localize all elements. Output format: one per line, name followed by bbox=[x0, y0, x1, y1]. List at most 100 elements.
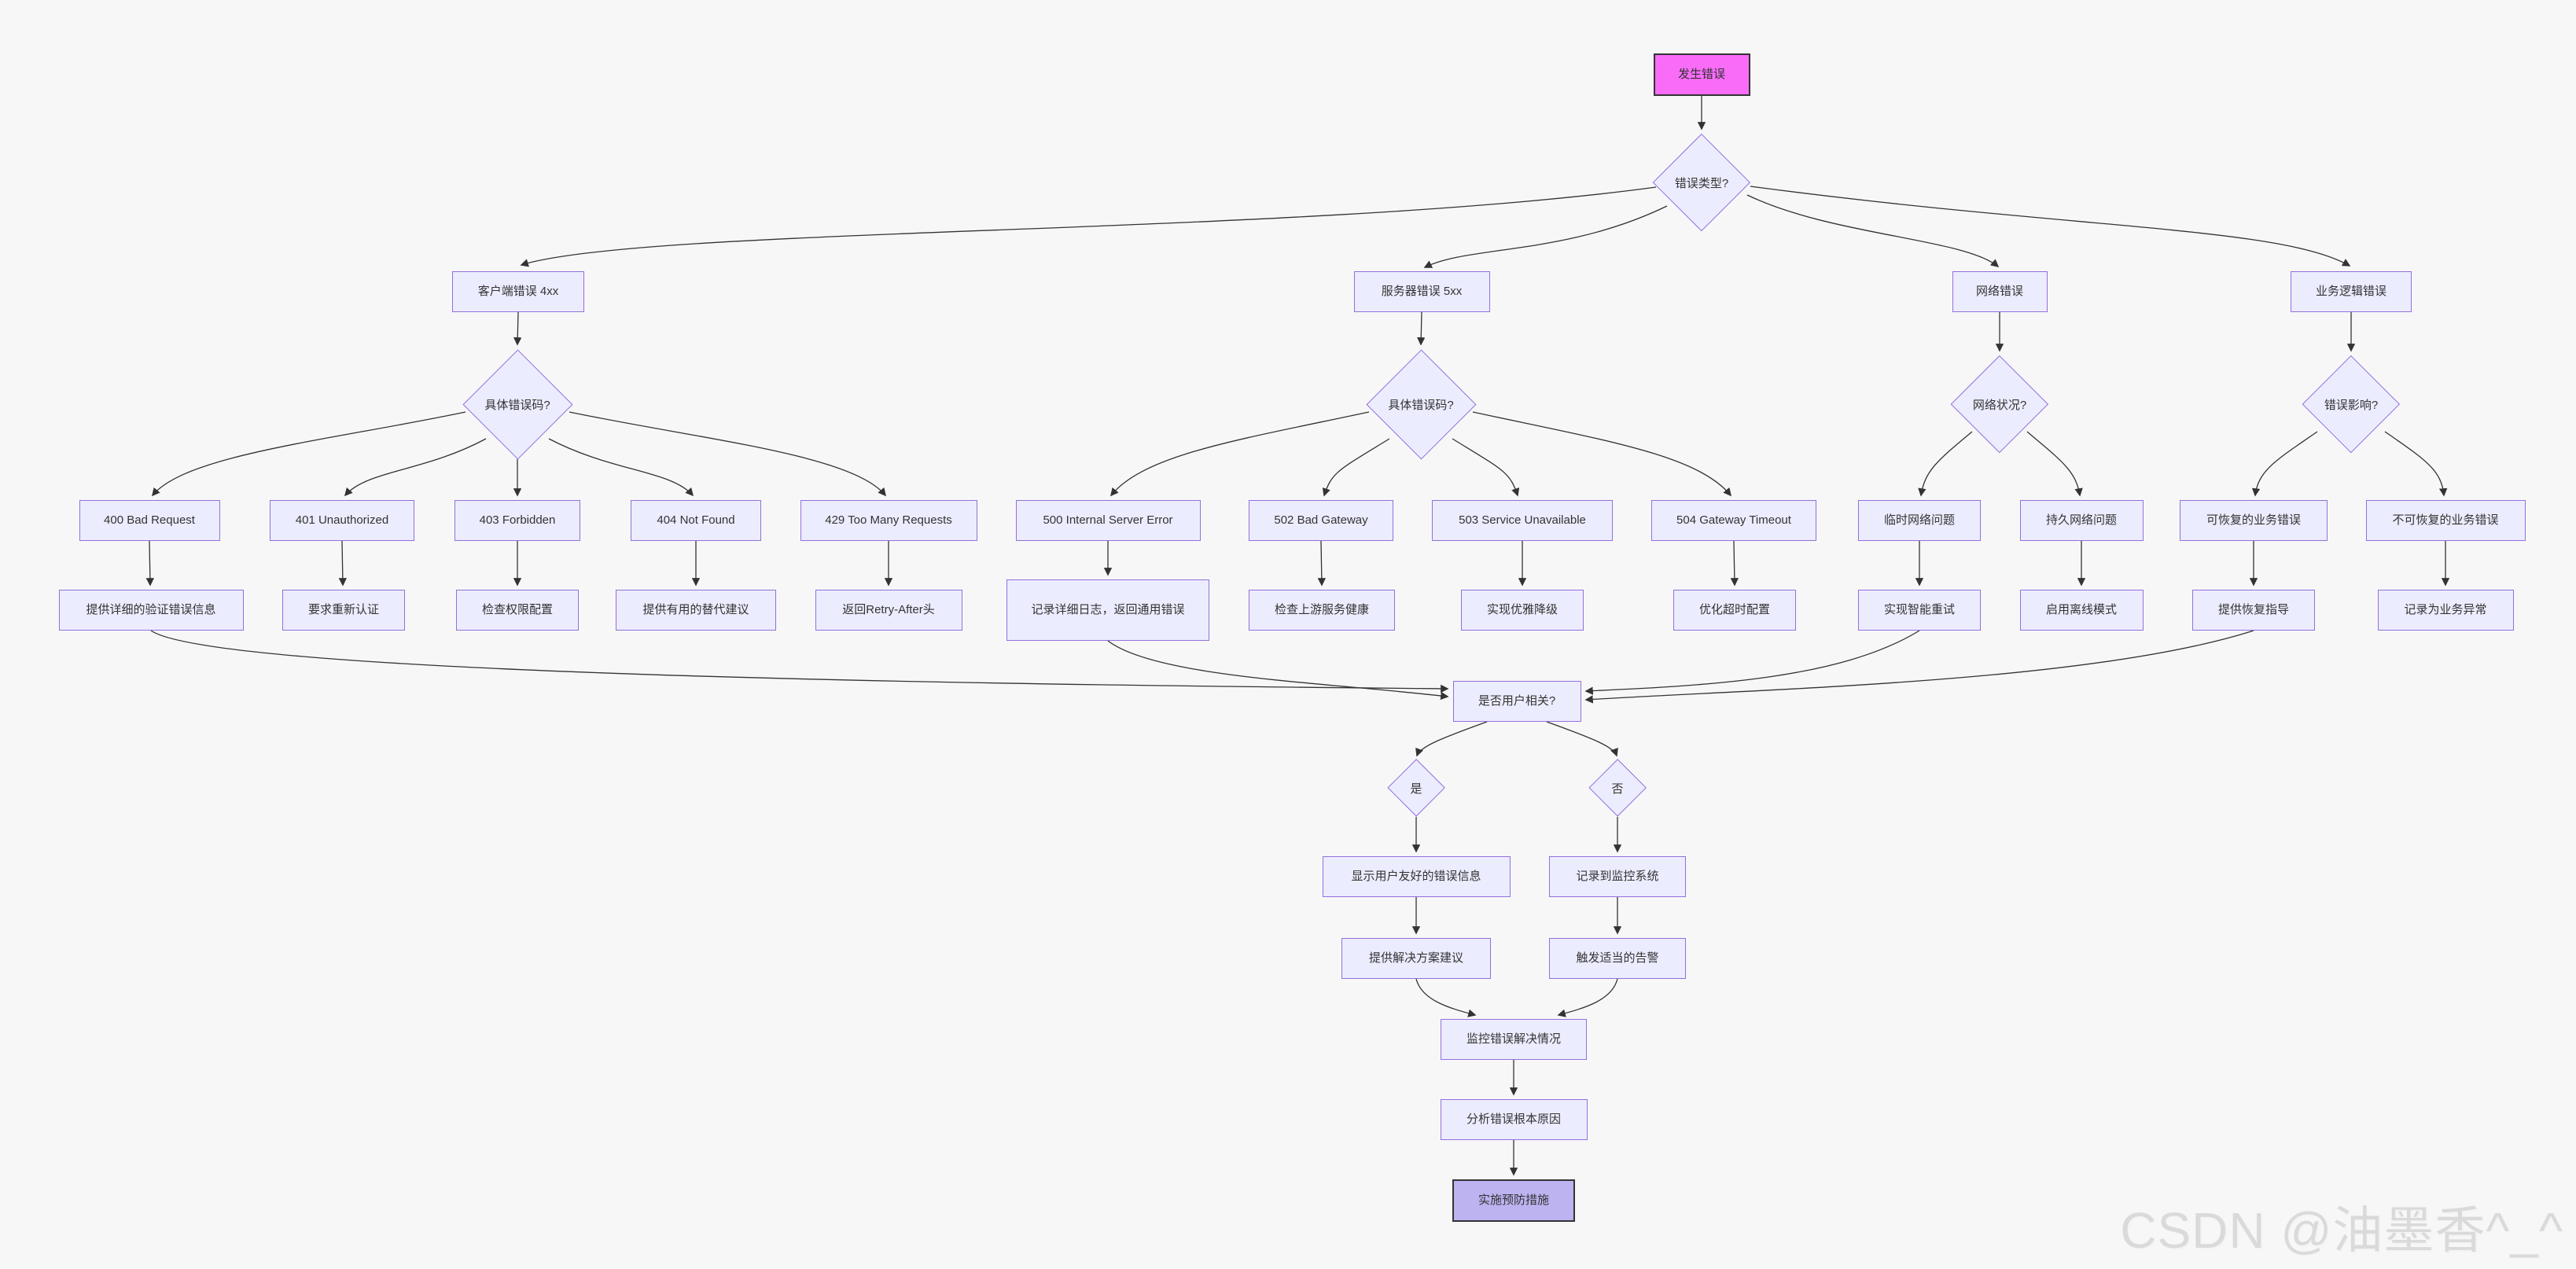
edge-1 bbox=[520, 186, 1657, 267]
edge-45 bbox=[1415, 978, 1477, 1017]
edge-19 bbox=[2026, 431, 2083, 497]
node-e403: 403 Forbidden bbox=[454, 500, 580, 541]
edge-28 bbox=[1317, 540, 1327, 587]
node-a503: 实现优雅降级 bbox=[1461, 590, 1584, 631]
edge-23 bbox=[338, 540, 348, 587]
node-label: 否 bbox=[1611, 782, 1624, 796]
node-tmpNet: 临时网络问题 bbox=[1858, 500, 1981, 541]
node-label: 403 Forbidden bbox=[479, 513, 556, 527]
node-label: 错误类型? bbox=[1674, 176, 1729, 190]
edge-3 bbox=[1746, 194, 2000, 267]
node-monitor: 监控错误解决情况 bbox=[1441, 1019, 1587, 1060]
node-a502: 检查上游服务健康 bbox=[1249, 590, 1395, 631]
node-label: 启用离线模式 bbox=[2045, 603, 2117, 616]
node-e429: 429 Too Many Requests bbox=[800, 500, 977, 541]
node-label: 提供详细的验证错误信息 bbox=[86, 603, 216, 616]
edge-13 bbox=[569, 411, 886, 497]
node-label: 持久网络问题 bbox=[2045, 513, 2117, 527]
edge-46 bbox=[1557, 978, 1618, 1017]
node-label: 错误影响? bbox=[2324, 398, 2379, 412]
node-label: 提供恢复指导 bbox=[2217, 603, 2289, 616]
node-a400: 提供详细的验证错误信息 bbox=[58, 590, 244, 631]
node-label: 客户端错误 4xx bbox=[477, 285, 559, 298]
edge-21 bbox=[2384, 431, 2448, 497]
node-label: 实现优雅降级 bbox=[1486, 603, 1558, 616]
decision-code5q: 具体错误码? bbox=[1365, 348, 1477, 460]
edge-4 bbox=[1750, 186, 2351, 267]
node-label: 是否用户相关? bbox=[1478, 694, 1556, 708]
decision-yes: 是 bbox=[1386, 758, 1446, 818]
node-label: 401 Unauthorized bbox=[295, 513, 389, 527]
edge-37 bbox=[1584, 630, 1920, 695]
node-label: 具体错误码? bbox=[484, 398, 550, 412]
node-label: 429 Too Many Requests bbox=[825, 513, 952, 527]
node-label: 实现智能重试 bbox=[1883, 603, 1955, 616]
node-a500: 记录详细日志，返回通用错误 bbox=[1006, 579, 1209, 641]
node-network: 网络错误 bbox=[1952, 271, 2048, 312]
edge-10 bbox=[344, 438, 487, 497]
node-aUnr: 记录为业务异常 bbox=[2377, 590, 2514, 631]
node-label: 网络错误 bbox=[1975, 285, 2023, 298]
node-showMsg: 显示用户友好的错误信息 bbox=[1322, 856, 1511, 897]
edge-9 bbox=[152, 411, 466, 497]
node-label: 记录详细日志，返回通用错误 bbox=[1031, 603, 1185, 616]
node-label: 400 Bad Request bbox=[104, 513, 195, 527]
node-perNet: 持久网络问题 bbox=[2019, 500, 2144, 541]
node-label: 检查上游服务健康 bbox=[1274, 603, 1369, 616]
node-a403: 检查权限配置 bbox=[456, 590, 579, 631]
node-label: 提供有用的替代建议 bbox=[642, 603, 749, 616]
node-recov: 可恢复的业务错误 bbox=[2180, 500, 2328, 541]
node-unrec: 不可恢复的业务错误 bbox=[2365, 500, 2526, 541]
decision-no: 否 bbox=[1588, 758, 1647, 818]
node-label: 显示用户友好的错误信息 bbox=[1351, 870, 1481, 883]
node-label: 返回Retry-After头 bbox=[842, 603, 935, 616]
edge-12 bbox=[548, 438, 694, 497]
node-prevent: 实施预防措施 bbox=[1452, 1179, 1575, 1222]
node-e404: 404 Not Found bbox=[631, 500, 761, 541]
edge-35 bbox=[150, 630, 1449, 693]
node-label: 发生错误 bbox=[1677, 68, 1725, 81]
edge-6 bbox=[1417, 311, 1426, 346]
node-aRec: 提供恢复指导 bbox=[2192, 590, 2315, 631]
edge-22 bbox=[145, 540, 155, 587]
decision-impactq: 错误影响? bbox=[2302, 355, 2401, 454]
edge-15 bbox=[1322, 438, 1390, 497]
node-a404: 提供有用的替代建议 bbox=[616, 590, 776, 631]
edge-40 bbox=[1546, 721, 1618, 757]
node-e503: 503 Service Unavailable bbox=[1432, 500, 1613, 541]
edge-30 bbox=[1730, 540, 1739, 587]
node-business: 业务逻辑错误 bbox=[2291, 271, 2412, 312]
edge-16 bbox=[1452, 438, 1520, 497]
node-e400: 400 Bad Request bbox=[79, 500, 220, 541]
node-analyze: 分析错误根本原因 bbox=[1440, 1099, 1588, 1140]
node-label: 具体错误码? bbox=[1388, 398, 1454, 412]
node-a401: 要求重新认证 bbox=[282, 590, 405, 631]
node-label: 分析错误根本原因 bbox=[1466, 1113, 1561, 1126]
node-label: 500 Internal Server Error bbox=[1043, 513, 1173, 527]
node-label: 不可恢复的业务错误 bbox=[2392, 513, 2499, 527]
edge-39 bbox=[1415, 721, 1488, 757]
node-aTmp: 实现智能重试 bbox=[1858, 590, 1981, 631]
node-label: 检查权限配置 bbox=[481, 603, 553, 616]
decision-netq: 网络状况? bbox=[1950, 355, 2049, 454]
node-label: 实施预防措施 bbox=[1478, 1194, 1549, 1207]
node-label: 临时网络问题 bbox=[1883, 513, 1955, 527]
node-e401: 401 Unauthorized bbox=[270, 500, 414, 541]
node-label: 触发适当的告警 bbox=[1576, 951, 1659, 965]
edge-17 bbox=[1472, 411, 1731, 497]
edge-18 bbox=[1918, 431, 1973, 497]
node-label: 网络状况? bbox=[1972, 398, 2027, 412]
node-e504: 504 Gateway Timeout bbox=[1651, 500, 1816, 541]
node-label: 服务器错误 5xx bbox=[1381, 285, 1463, 298]
node-label: 可恢复的业务错误 bbox=[2206, 513, 2301, 527]
edge-20 bbox=[2251, 431, 2318, 497]
node-label: 提供解决方案建议 bbox=[1368, 951, 1463, 965]
node-aPer: 启用离线模式 bbox=[2019, 590, 2144, 631]
edge-36 bbox=[1107, 640, 1449, 701]
node-userq: 是否用户相关? bbox=[1452, 681, 1581, 722]
node-label: 是 bbox=[1410, 782, 1422, 796]
edge-38 bbox=[1584, 630, 2254, 704]
node-alert: 触发适当的告警 bbox=[1549, 938, 1686, 979]
